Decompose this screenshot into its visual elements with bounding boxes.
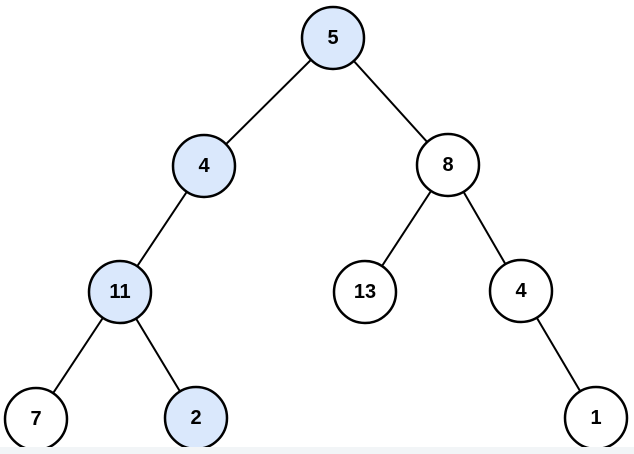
bottom-strip xyxy=(0,447,634,454)
tree-node-n7: 7 xyxy=(3,386,69,452)
tree-node-circle-n1 xyxy=(563,385,629,451)
tree-node-n5: 5 xyxy=(300,5,366,71)
tree-node-n1: 1 xyxy=(563,385,629,451)
tree-node-circle-n7 xyxy=(3,386,69,452)
tree-node-circle-n4l xyxy=(171,133,237,199)
tree-node-n4r: 4 xyxy=(488,258,554,324)
tree-node-n2: 2 xyxy=(163,385,229,451)
tree-node-circle-n2 xyxy=(163,385,229,451)
tree-node-n4l: 4 xyxy=(171,133,237,199)
tree-node-circle-n13 xyxy=(332,259,398,325)
tree-node-n11: 11 xyxy=(87,259,153,325)
tree-node-n13: 13 xyxy=(332,259,398,325)
tree-node-circle-n8 xyxy=(415,132,481,198)
tree-node-circle-n11 xyxy=(87,259,153,325)
tree-node-n8: 8 xyxy=(415,132,481,198)
tree-node-circle-n5 xyxy=(300,5,366,71)
tree-node-circle-n4r xyxy=(488,258,554,324)
